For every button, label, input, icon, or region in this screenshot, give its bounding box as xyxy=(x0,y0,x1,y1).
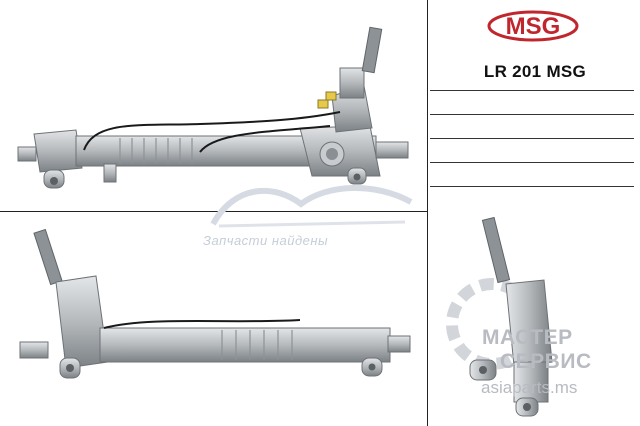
watermark-line-2: СЕРВИС xyxy=(500,350,592,373)
info-rule xyxy=(430,138,634,139)
part-number: LR 201 MSG xyxy=(483,62,587,81)
steering-rack-side-view xyxy=(446,216,553,417)
steering-rack-top-view xyxy=(17,26,409,189)
watermark-line-1: МАСТЕР xyxy=(482,326,573,349)
horizontal-divider xyxy=(0,211,427,212)
info-rule xyxy=(430,186,634,187)
watermark-logo xyxy=(210,185,413,228)
watermark-site: asiaparts.ms xyxy=(481,378,578,397)
info-rule xyxy=(430,90,634,91)
vertical-divider xyxy=(427,0,428,426)
logo-text: MSG xyxy=(506,13,561,40)
info-rule xyxy=(430,162,634,163)
msg-logo: MSG xyxy=(487,10,579,42)
steering-rack-front-view xyxy=(19,228,411,379)
watermark-caption: Запчасти найдены xyxy=(203,233,329,248)
info-rule xyxy=(430,114,634,115)
